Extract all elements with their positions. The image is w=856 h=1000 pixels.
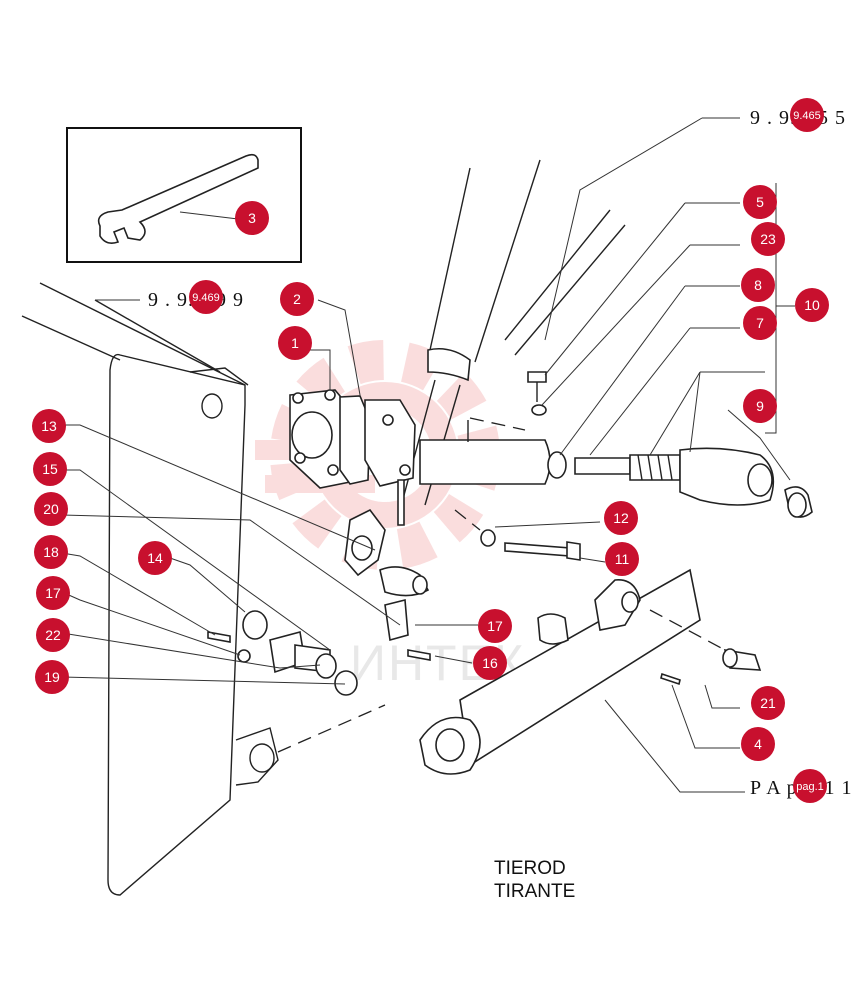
caption-line-1: TIEROD [494,858,566,879]
assembly-dash-lines [277,417,726,753]
callout-10[interactable]: 10 [795,288,829,322]
callout-3[interactable]: 3 [235,201,269,235]
small-hardware [207,371,762,696]
callout-17-right[interactable]: 17 [478,609,512,643]
callout-17-left[interactable]: 17 [36,576,70,610]
callout-12[interactable]: 12 [604,501,638,535]
svg-text:17: 17 [45,585,61,601]
ref-badge-left[interactable]: 9.469 [189,280,223,314]
leader-lines [61,117,795,793]
ref-badge-top-right[interactable]: 9.465 [790,98,824,132]
callout-18[interactable]: 18 [34,535,68,569]
svg-text:9: 9 [756,398,764,414]
callout-23[interactable]: 23 [751,222,785,256]
callout-14[interactable]: 14 [138,541,172,575]
flange-bracket-assembly [289,389,416,577]
caption-line-2: TIRANTE [494,881,575,902]
svg-text:1: 1 [291,335,299,351]
mounting-plate [21,282,279,896]
callout-7[interactable]: 7 [743,306,777,340]
svg-text:21: 21 [760,695,776,711]
callout-8[interactable]: 8 [741,268,775,302]
svg-text:15: 15 [42,461,58,477]
callout-13[interactable]: 13 [32,409,66,443]
svg-text:12: 12 [613,510,629,526]
svg-text:16: 16 [482,655,498,671]
svg-text:23: 23 [760,231,776,247]
svg-text:13: 13 [41,418,57,434]
svg-text:5: 5 [756,194,764,210]
svg-text:11: 11 [615,551,630,567]
callout-4[interactable]: 4 [741,727,775,761]
svg-text:19: 19 [44,669,60,685]
callout-5[interactable]: 5 [743,185,777,219]
svg-text:9.465: 9.465 [793,110,821,122]
callout-1[interactable]: 1 [278,326,312,360]
wrench-icon [97,153,259,244]
svg-text:10: 10 [804,297,820,313]
svg-text:14: 14 [147,550,163,566]
svg-text:8: 8 [754,277,762,293]
svg-text:9.469: 9.469 [192,292,220,304]
svg-text:2: 2 [293,291,301,307]
callout-22[interactable]: 22 [36,618,70,652]
svg-text:20: 20 [43,501,59,517]
svg-text:3: 3 [248,210,256,226]
lower-link [419,568,701,775]
svg-text:4: 4 [754,736,762,752]
tierod-cylinder [419,420,813,518]
wrench-inset [66,127,302,263]
callout-2[interactable]: 2 [280,282,314,316]
callout-16[interactable]: 16 [473,646,507,680]
svg-text:7: 7 [756,315,764,331]
callout-21[interactable]: 21 [751,686,785,720]
callout-11[interactable]: 11 [605,542,639,576]
svg-text:17: 17 [487,618,503,634]
svg-text:22: 22 [45,627,61,643]
svg-text:18: 18 [43,544,59,560]
callout-9[interactable]: 9 [743,389,777,423]
callout-19[interactable]: 19 [35,660,69,694]
ref-badge-page[interactable]: pag.1 [793,769,827,803]
svg-text:pag.1: pag.1 [796,781,824,793]
upper-lift-arm [399,159,626,511]
callout-20[interactable]: 20 [34,492,68,526]
callout-15[interactable]: 15 [33,452,67,486]
